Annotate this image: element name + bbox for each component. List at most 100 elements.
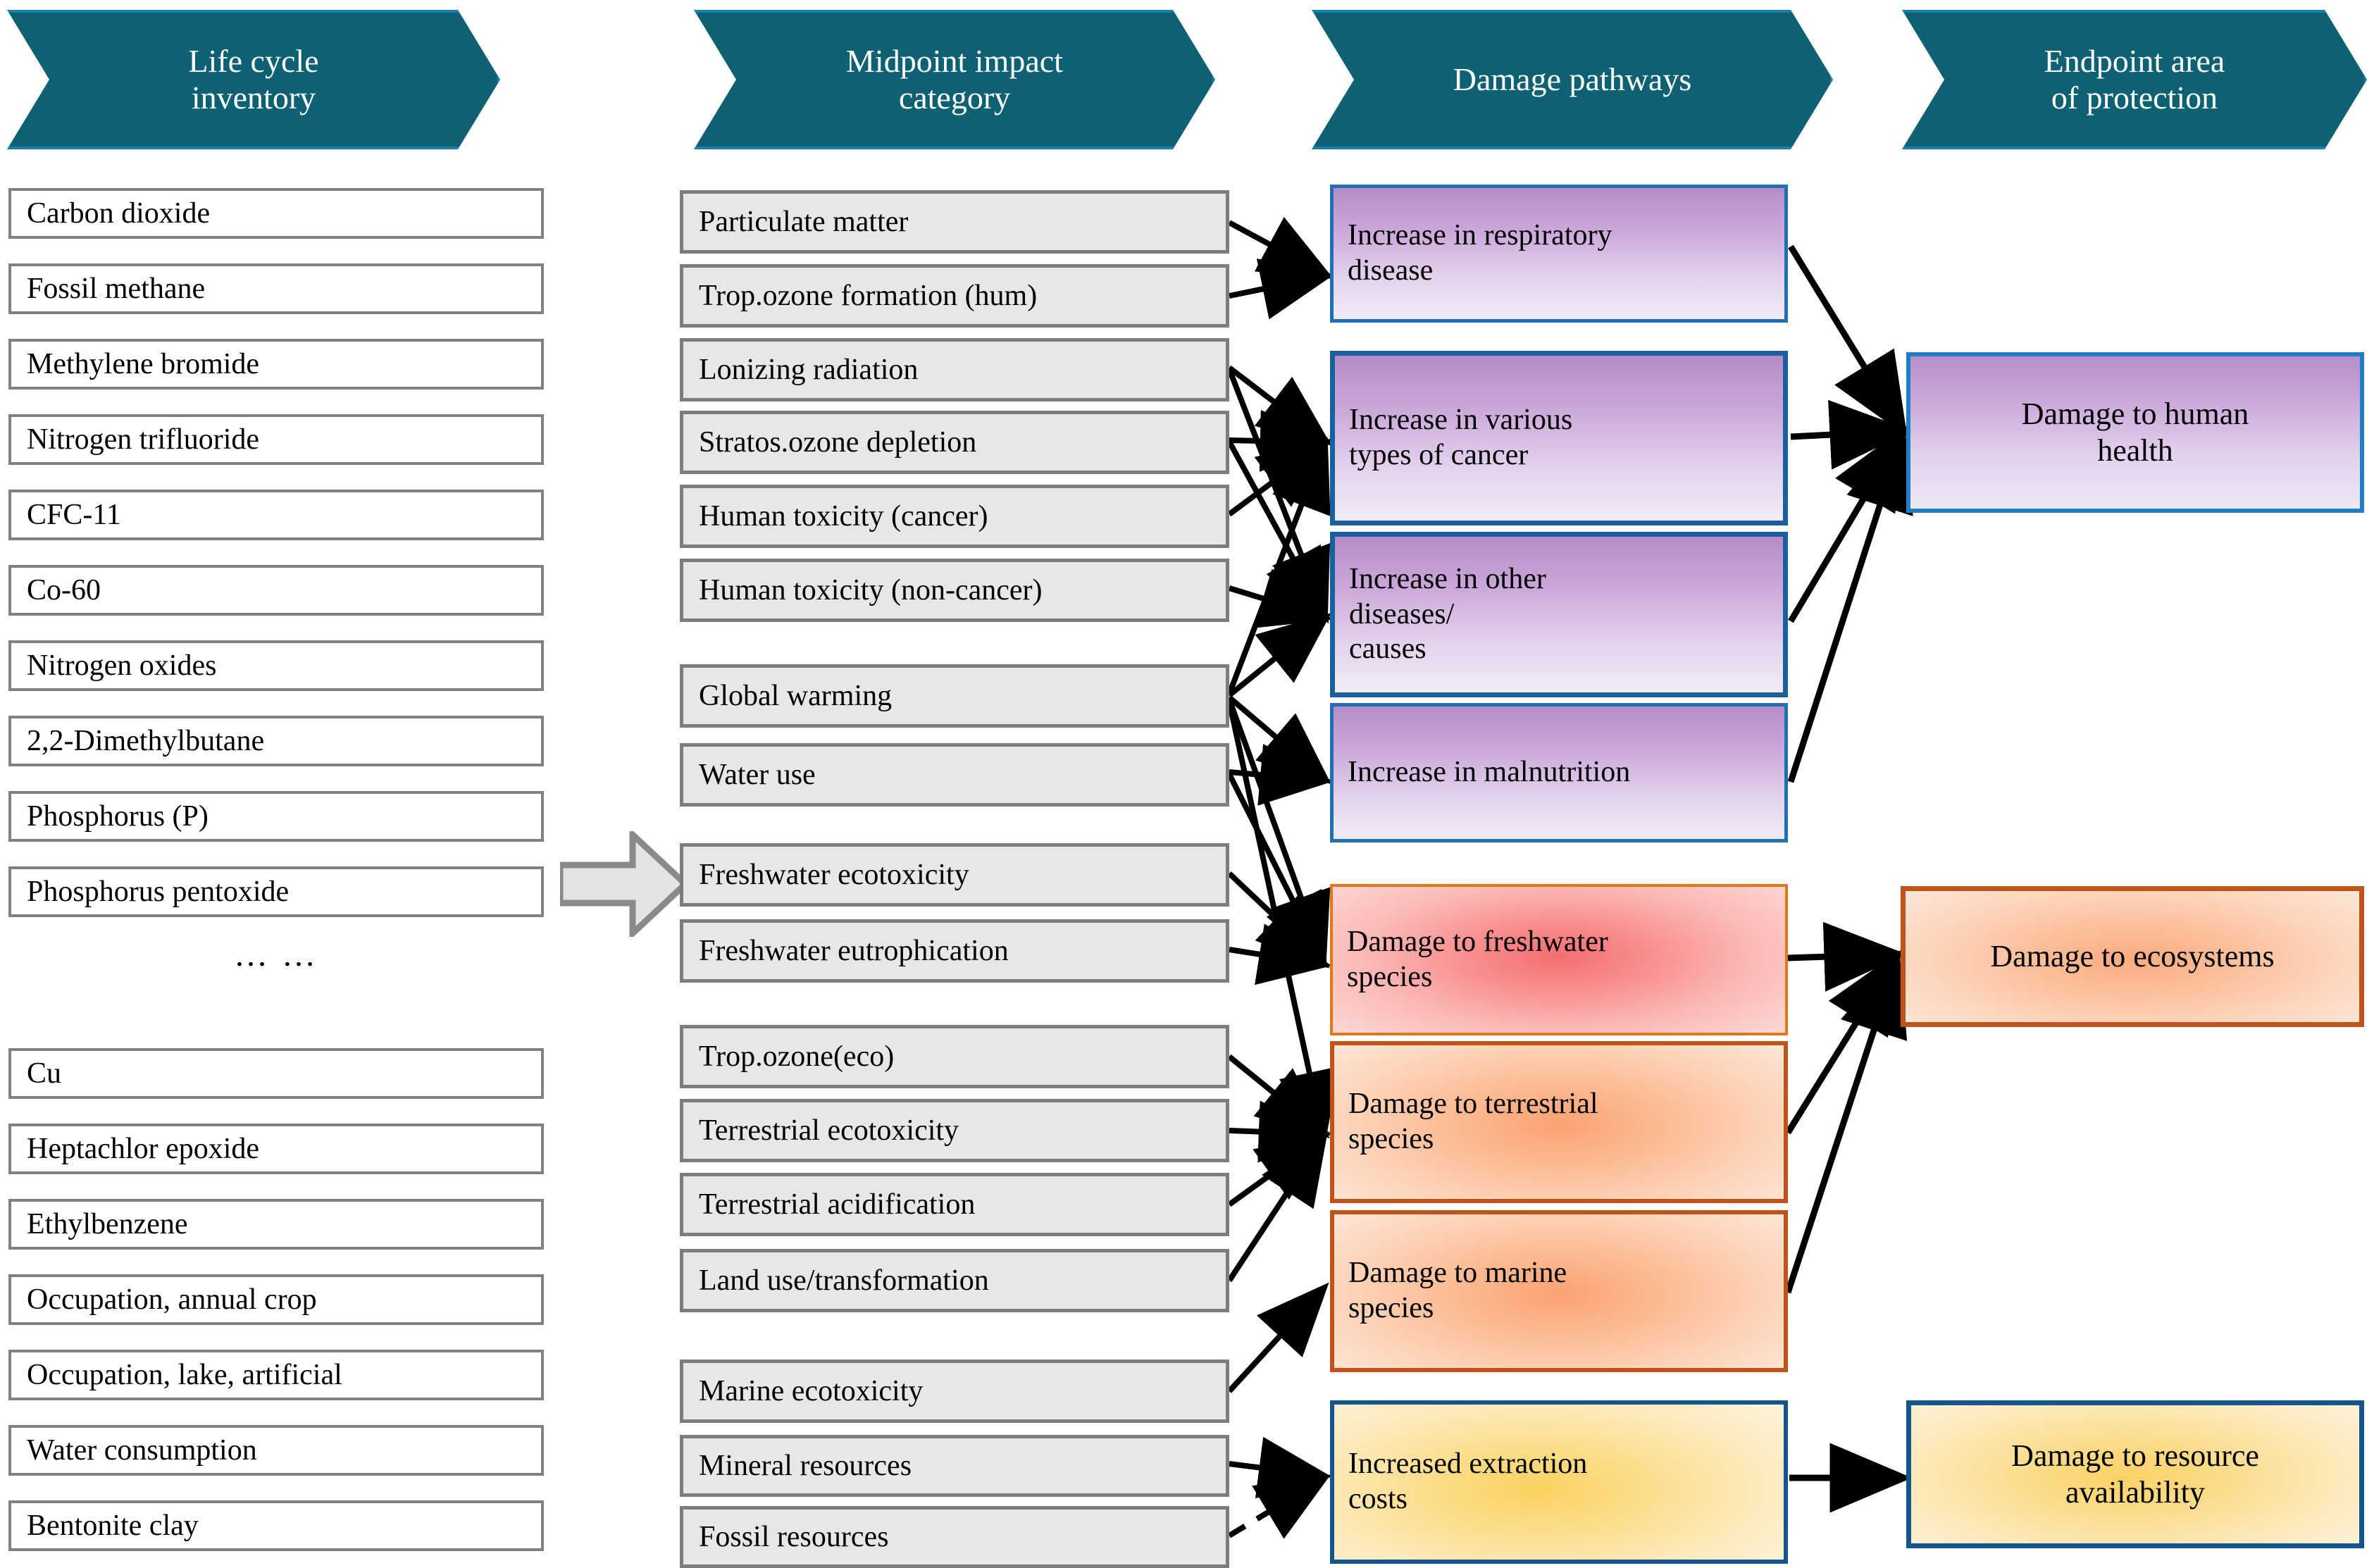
lci-item[interactable]: Ethylbenzene: [8, 1199, 544, 1250]
lci-ellipsis: … …: [8, 930, 544, 979]
endpoint-box[interactable]: Damage to human health: [1906, 352, 2364, 513]
midpoint-item[interactable]: Terrestrial ecotoxicity: [680, 1099, 1229, 1162]
endpoint-label: Damage to resource availability: [2011, 1438, 2259, 1510]
lci-item[interactable]: Fossil methane: [8, 263, 544, 314]
damage-pathway-label: Increase in other diseases/ causes: [1349, 563, 1546, 666]
midpoint-item[interactable]: Global warming: [680, 664, 1229, 728]
header-damage-pathways: Damage pathways: [1312, 10, 1833, 149]
midpoint-item[interactable]: Particulate matter: [680, 190, 1229, 254]
midpoint-item-label: Land use/transformation: [699, 1264, 989, 1297]
midpoint-item-label: Terrestrial acidification: [699, 1188, 976, 1221]
header-damage-pathways-label: Damage pathways: [1453, 61, 1692, 98]
midpoint-item-label: Marine ecotoxicity: [699, 1375, 924, 1407]
midpoint-item[interactable]: Marine ecotoxicity: [680, 1359, 1229, 1423]
midpoint-item-label: Trop.ozone formation (hum): [699, 280, 1038, 312]
midpoint-item[interactable]: Lonizing radiation: [680, 338, 1229, 402]
lci-item-label: Carbon dioxide: [27, 197, 211, 230]
damage-pathway-label: Damage to marine species: [1348, 1257, 1567, 1324]
damage-pathway-box[interactable]: Damage to terrestrial species: [1330, 1041, 1788, 1203]
midpoint-item-label: Freshwater eutrophication: [699, 935, 1009, 967]
lci-item-label: Nitrogen trifluoride: [27, 423, 260, 456]
lci-item[interactable]: Carbon dioxide: [8, 188, 544, 239]
damage-pathway-box[interactable]: Increase in various types of cancer: [1330, 351, 1788, 525]
midpoint-item[interactable]: Water use: [680, 743, 1229, 807]
damage-pathway-label: Increased extraction costs: [1348, 1448, 1588, 1515]
midpoint-item[interactable]: Land use/transformation: [680, 1249, 1229, 1312]
lci-to-midpoint-arrow-outline: [560, 831, 687, 937]
lci-item[interactable]: Co-60: [8, 565, 544, 616]
lci-item-label: Occupation, annual crop: [27, 1283, 317, 1316]
header-midpoint-impact-category-label: Midpoint impact category: [846, 43, 1063, 116]
lci-item-label: Ethylbenzene: [27, 1208, 188, 1240]
endpoint-label: Damage to ecosystems: [1990, 939, 2275, 974]
lci-item[interactable]: 2,2-Dimethylbutane: [8, 716, 544, 766]
lci-item-label: Methylene bromide: [27, 348, 260, 380]
midpoint-item[interactable]: Terrestrial acidification: [680, 1173, 1229, 1236]
lci-item-label: CFC-11: [27, 499, 121, 531]
lci-item[interactable]: CFC-11: [8, 490, 544, 540]
header-midpoint-impact-category: Midpoint impact category: [694, 10, 1215, 149]
lci-item[interactable]: Phosphorus (P): [8, 791, 544, 842]
midpoint-item-label: Mineral resources: [699, 1450, 912, 1482]
midpoint-item-label: Lonizing radiation: [699, 354, 919, 386]
lci-item-label: Occupation, lake, artificial: [27, 1359, 342, 1391]
midpoint-item[interactable]: Mineral resources: [680, 1435, 1229, 1497]
lci-item[interactable]: Bentonite clay: [8, 1500, 544, 1551]
midpoint-item[interactable]: Trop.ozone formation (hum): [680, 264, 1229, 328]
midpoint-item-label: Freshwater ecotoxicity: [699, 859, 969, 891]
damage-pathway-label: Damage to terrestrial species: [1348, 1088, 1598, 1155]
lci-item[interactable]: Occupation, lake, artificial: [8, 1350, 544, 1400]
lci-item[interactable]: Water consumption: [8, 1425, 544, 1476]
damage-pathway-label: Increase in malnutrition: [1348, 756, 1631, 789]
lci-item-label: Co-60: [27, 574, 101, 606]
damage-pathway-box[interactable]: Increase in respiratory disease: [1330, 185, 1788, 323]
midpoint-item-label: Terrestrial ecotoxicity: [699, 1114, 959, 1147]
damage-pathway-box[interactable]: Increased extraction costs: [1330, 1400, 1788, 1564]
damage-pathway-label: Increase in respiratory disease: [1348, 219, 1612, 287]
header-life-cycle-inventory-label: Life cycle inventory: [188, 43, 319, 116]
midpoint-item[interactable]: Human toxicity (cancer): [680, 485, 1229, 548]
midpoint-item-label: Fossil resources: [699, 1521, 889, 1553]
damage-pathway-box[interactable]: Increase in malnutrition: [1330, 703, 1788, 842]
lci-item-label: Phosphorus pentoxide: [27, 876, 290, 908]
midpoint-item-label: Particulate matter: [699, 206, 909, 238]
lci-item-label: Fossil methane: [27, 273, 206, 305]
damage-pathway-label: Increase in various types of cancer: [1349, 404, 1573, 471]
midpoint-item[interactable]: Freshwater ecotoxicity: [680, 843, 1229, 907]
lci-item-label: Water consumption: [27, 1434, 257, 1467]
lci-item-label: Cu: [27, 1057, 62, 1090]
damage-pathway-label: Damage to freshwater species: [1347, 925, 1608, 993]
midpoint-item[interactable]: Trop.ozone(eco): [680, 1025, 1229, 1088]
lci-ellipsis-label: … …: [234, 935, 318, 973]
midpoint-item[interactable]: Fossil resources: [680, 1506, 1229, 1568]
lci-item-label: 2,2-Dimethylbutane: [27, 725, 265, 757]
header-endpoint-area-of-protection: Endpoint area of protection: [1902, 10, 2367, 149]
midpoint-item-label: Trop.ozone(eco): [699, 1040, 895, 1073]
midpoint-item-label: Water use: [699, 759, 816, 791]
endpoint-box[interactable]: Damage to resource availability: [1906, 1400, 2364, 1548]
header-life-cycle-inventory: Life cycle inventory: [7, 10, 500, 149]
lci-item-label: Phosphorus (P): [27, 800, 209, 833]
midpoint-item[interactable]: Stratos.ozone depletion: [680, 411, 1229, 474]
lci-item-label: Nitrogen oxides: [27, 649, 217, 682]
lci-item[interactable]: Cu: [8, 1048, 544, 1099]
midpoint-item-label: Human toxicity (cancer): [699, 500, 988, 533]
midpoint-item-label: Stratos.ozone depletion: [699, 426, 977, 459]
midpoint-item-label: Global warming: [699, 680, 893, 712]
lci-item[interactable]: Nitrogen oxides: [8, 640, 544, 691]
damage-pathway-box[interactable]: Increase in other diseases/ causes: [1330, 532, 1788, 697]
damage-pathway-box[interactable]: Damage to marine species: [1330, 1210, 1788, 1372]
lci-item[interactable]: Methylene bromide: [8, 339, 544, 390]
midpoint-item[interactable]: Human toxicity (non-cancer): [680, 559, 1229, 622]
endpoint-box[interactable]: Damage to ecosystems: [1901, 886, 2364, 1027]
lci-item-label: Heptachlor epoxide: [27, 1133, 260, 1165]
midpoint-item[interactable]: Freshwater eutrophication: [680, 919, 1229, 983]
lci-item[interactable]: Occupation, annual crop: [8, 1274, 544, 1325]
midpoint-item-label: Human toxicity (non-cancer): [699, 574, 1043, 606]
lci-item[interactable]: Phosphorus pentoxide: [8, 866, 544, 917]
lci-item-label: Bentonite clay: [27, 1510, 199, 1542]
damage-pathway-box[interactable]: Damage to freshwater species: [1330, 884, 1788, 1035]
lci-item[interactable]: Nitrogen trifluoride: [8, 414, 544, 465]
lci-item[interactable]: Heptachlor epoxide: [8, 1124, 544, 1174]
